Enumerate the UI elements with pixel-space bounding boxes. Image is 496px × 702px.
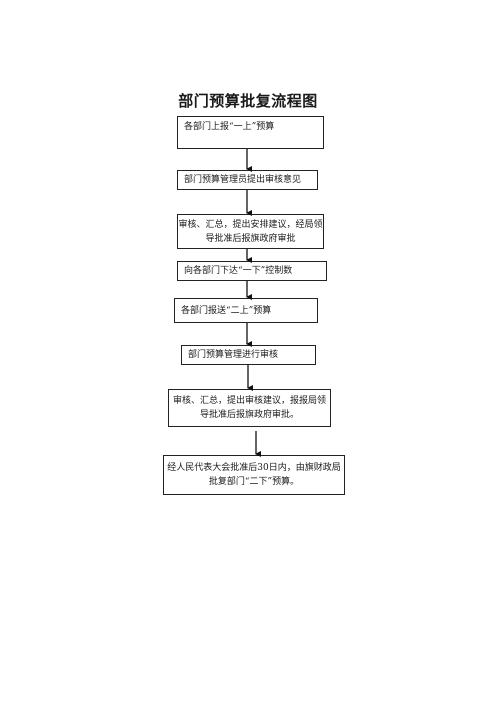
step-8-box: 经人民代表大会批准后30日内，由旗财政局 批复部门“二下”预算。 <box>163 455 345 495</box>
step-5-box: 各部门报送“二上”预算 <box>174 298 318 323</box>
step-3-text-line-2: 导批准后报旗政府审批 <box>205 233 296 244</box>
step-4-text: 向各部门下达“一下”控制数 <box>184 266 293 276</box>
step-2-box: 部门预算管理员提出审核意见 <box>177 170 318 190</box>
step-2-text: 部门预算管理员提出审核意见 <box>184 175 302 185</box>
step-3-box: 审核、汇总，提出安排建议，经局领 导批准后报旗政府审批 <box>177 214 324 249</box>
step-1-text: 各部门上报“一上”预算 <box>184 122 275 132</box>
step-6-box: 部门预算管理进行审核 <box>181 345 316 365</box>
step-7-text-line-1: 审核、汇总，提出审核建议，报报局领 <box>172 396 326 406</box>
step-4-box: 向各部门下达“一下”控制数 <box>177 261 327 281</box>
step-3-text-line-1: 审核、汇总，提出安排建议，经局领 <box>178 219 323 230</box>
step-7-box: 审核、汇总，提出审核建议，报报局领 导批准后报旗政府审批。 <box>168 389 331 427</box>
step-1-box: 各部门上报“一上”预算 <box>177 116 324 149</box>
step-8-text-line-2: 批复部门“二下”预算。 <box>208 477 300 487</box>
step-5-text: 各部门报送“二上”预算 <box>181 305 272 316</box>
step-7-text-line-2: 导批准后报旗政府审批。 <box>199 410 299 420</box>
step-8-text-line-1: 经人民代表大会批准后30日内，由旗财政局 <box>167 463 341 473</box>
step-6-text: 部门预算管理进行审核 <box>188 350 279 360</box>
page-title: 部门预算批复流程图 <box>178 92 318 110</box>
